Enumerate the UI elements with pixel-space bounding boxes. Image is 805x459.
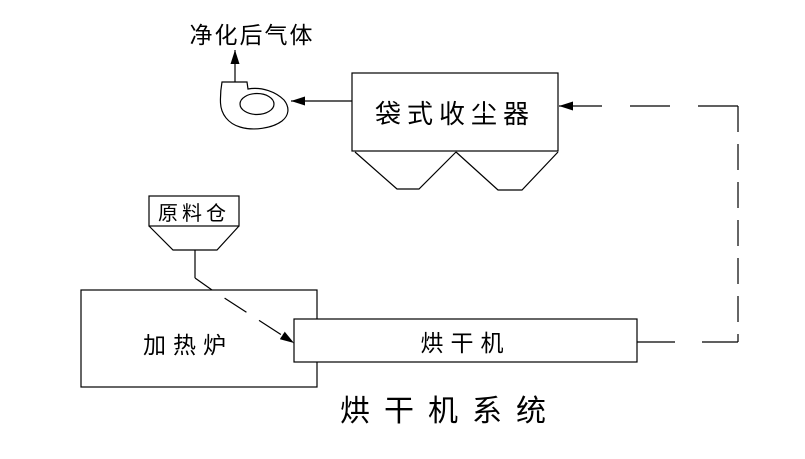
collector-hopper-left (354, 151, 457, 190)
bag-dust-collector-box (351, 72, 559, 152)
feed-line-bend (194, 277, 213, 291)
raw-material-bin-label: 原料仓 (158, 202, 230, 225)
diagram-title: 烘干机系统 (340, 395, 560, 428)
dryer-box (293, 318, 638, 363)
collector-hopper-right (455, 151, 559, 191)
purified-gas-label: 净化后气体 (189, 21, 315, 48)
dryer-label: 烘干机 (420, 329, 511, 356)
raw-material-bin-hopper (148, 225, 240, 251)
raw-material-bin-box (148, 195, 240, 227)
fan-icon (219, 81, 289, 130)
fan-inlet-circle (239, 92, 275, 116)
heating-furnace-label: 加热炉 (143, 331, 233, 358)
heating-furnace-box (80, 289, 318, 388)
bag-dust-collector-label: 袋式收尘器 (374, 98, 535, 129)
feed-arrow-dashed (211, 289, 295, 344)
